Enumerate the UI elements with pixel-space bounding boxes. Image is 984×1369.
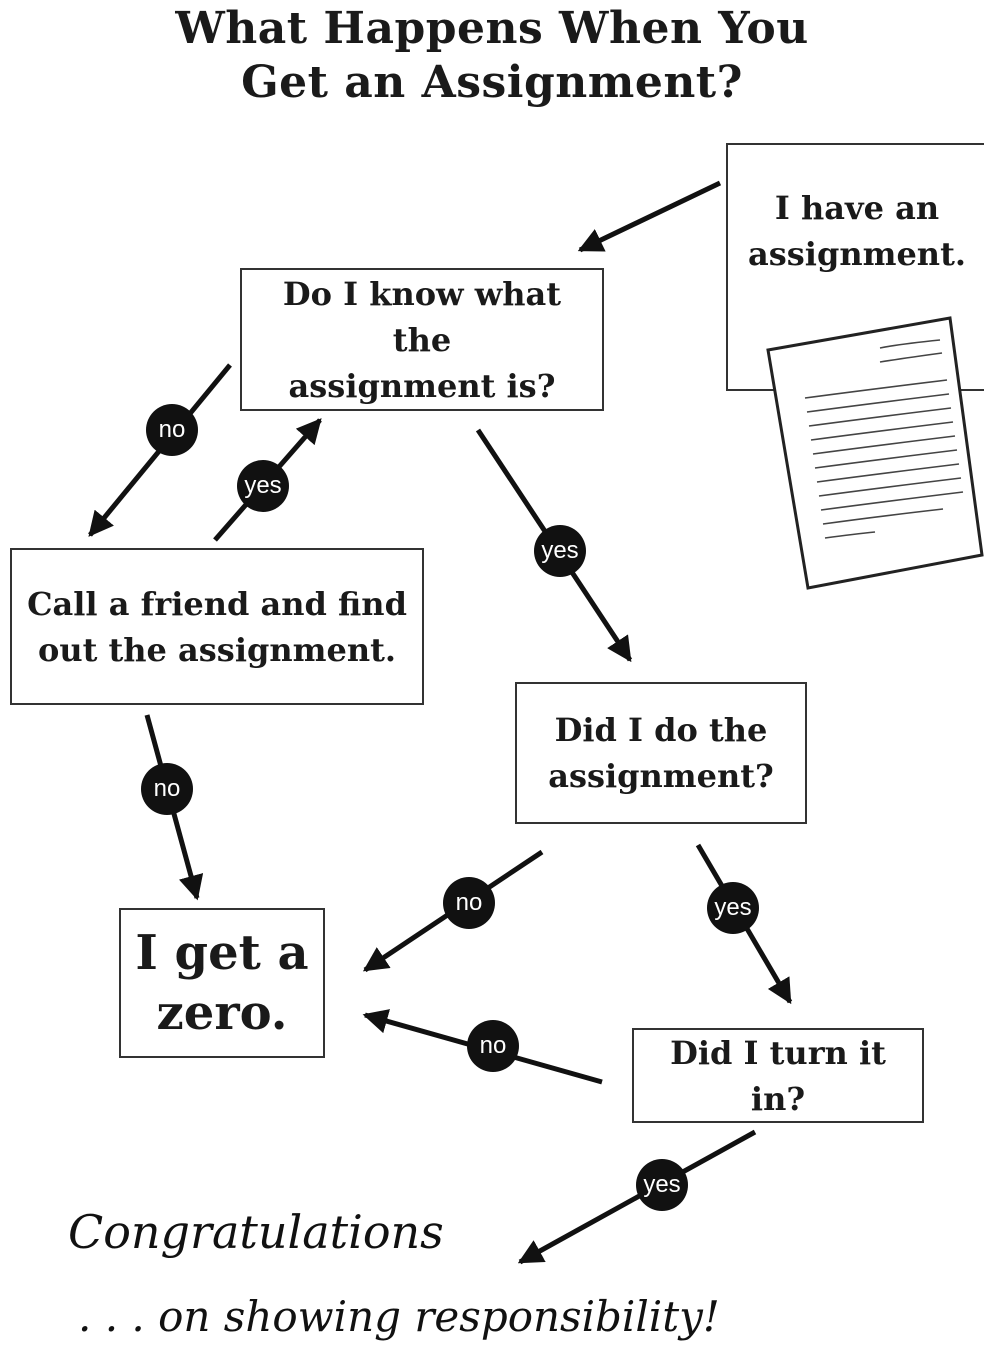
node-zero: I get a zero. — [119, 908, 325, 1058]
footer-congratulations: Congratulations — [68, 1205, 444, 1259]
diagram-title: What Happens When You Get an Assignment? — [0, 2, 984, 110]
node-turn-in-text: Did I turn it in? — [670, 1033, 886, 1118]
paper-document-icon — [766, 316, 984, 590]
node-zero-text: I get a zero. — [135, 925, 309, 1041]
title-line-1: What Happens When You — [175, 3, 809, 54]
footer-responsibility: . . . on showing responsibility! — [78, 1292, 720, 1341]
edge-label-know-yes: yes — [534, 525, 586, 577]
node-turn-in: Did I turn it in? — [632, 1028, 924, 1123]
title-line-2: Get an Assignment? — [241, 57, 743, 108]
node-know: Do I know what the assignment is? — [240, 268, 604, 411]
edge-label-call-no: no — [141, 763, 193, 815]
edge-label-did-do-yes: yes — [707, 882, 759, 934]
node-know-text: Do I know what the assignment is? — [282, 274, 562, 405]
arrow-start-to-know — [577, 180, 722, 253]
node-call-text: Call a friend and find out the assignmen… — [27, 584, 407, 669]
node-start-text: I have an assignment. — [748, 189, 966, 273]
node-did-do-text: Did I do the assignment? — [548, 711, 774, 795]
edge-label-turn-in-no: no — [467, 1020, 519, 1072]
edge-label-did-do-no: no — [443, 877, 495, 929]
arrow-turn-in-yes-to-congrats — [517, 1129, 757, 1265]
node-call: Call a friend and find out the assignmen… — [10, 548, 424, 705]
edge-label-call-yes: yes — [237, 460, 289, 512]
node-did-do: Did I do the assignment? — [515, 682, 807, 824]
edge-label-turn-in-yes: yes — [636, 1159, 688, 1211]
edge-label-know-no: no — [146, 404, 198, 456]
